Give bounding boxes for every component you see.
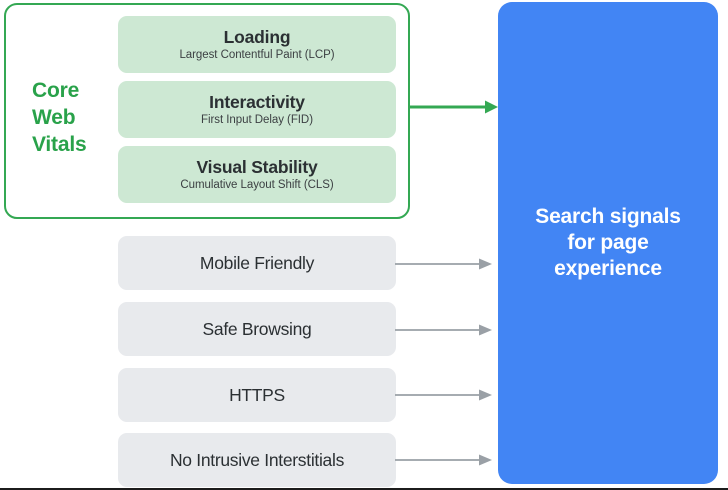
metric-title: Loading — [223, 26, 291, 47]
signal-card-safe-browsing: Safe Browsing — [118, 302, 396, 356]
signal-label: No Intrusive Interstitials — [169, 449, 345, 470]
metric-card-loading: Loading Largest Contentful Paint (LCP) — [118, 16, 396, 73]
signal-card-no-intrusive-interstitials: No Intrusive Interstitials — [118, 433, 396, 487]
metric-card-interactivity: Interactivity First Input Delay (FID) — [118, 81, 396, 138]
metric-subtitle: Cumulative Layout Shift (CLS) — [180, 178, 334, 191]
signal-label: Mobile Friendly — [199, 252, 315, 273]
metric-title: Interactivity — [209, 91, 305, 112]
arrow-right-icon-mobile-friendly — [395, 255, 495, 273]
search-signals-panel-label: Search signals for page experience — [535, 204, 681, 281]
signal-card-mobile-friendly: Mobile Friendly — [118, 236, 396, 290]
metric-title: Visual Stability — [196, 156, 318, 177]
metric-subtitle: First Input Delay (FID) — [201, 113, 313, 126]
arrow-right-icon-safe-browsing — [395, 321, 495, 339]
arrow-right-icon-https — [395, 386, 495, 404]
metric-subtitle: Largest Contentful Paint (LCP) — [179, 48, 335, 61]
arrow-right-icon-core-web-vitals — [409, 98, 499, 116]
signal-label: Safe Browsing — [202, 318, 312, 339]
search-signals-panel: Search signals for page experience — [498, 2, 718, 484]
core-web-vitals-group: Core Web Vitals — [4, 3, 410, 219]
metric-card-visual-stability: Visual Stability Cumulative Layout Shift… — [118, 146, 396, 203]
signal-label: HTTPS — [229, 384, 285, 405]
arrow-right-icon-no-intrusive-interstitials — [395, 451, 495, 469]
core-web-vitals-group-label: Core Web Vitals — [32, 79, 87, 156]
signal-card-https: HTTPS — [118, 368, 396, 422]
